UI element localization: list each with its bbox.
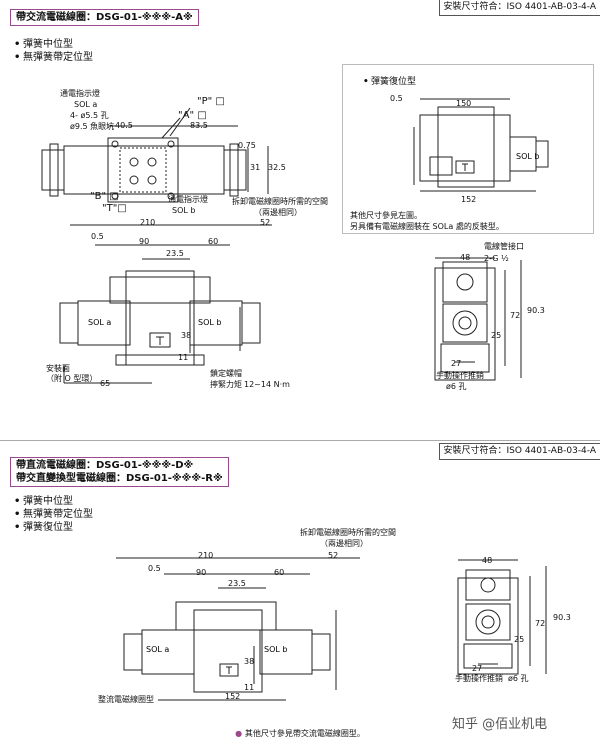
t-port-label: "T"□: [102, 203, 127, 214]
standard-label-2: 安裝尺寸符合：ISO 4401-AB-03-4-A: [438, 443, 600, 460]
dim-38-2: 38: [244, 657, 255, 666]
front-view-drawing-2: SOL a SOL b: [116, 557, 360, 701]
dim-38: 38: [181, 331, 192, 340]
top-view-drawing: [41, 107, 269, 203]
dim-0-75: 0.75: [238, 141, 256, 150]
dim-27-2: 27: [472, 664, 483, 673]
dim-90: 90: [139, 237, 150, 246]
manual-label: 手動操作推銷: [436, 371, 484, 380]
bullet-list-2: 彈簧中位型 無彈簧帶定位型 彈簧復位型: [14, 495, 93, 534]
bullet-item: 無彈簧帶定位型: [14, 508, 93, 521]
torque-label: 擰緊力矩: [210, 380, 242, 389]
dim-25-2: 25: [514, 635, 525, 644]
both-sides-label-2: （兩邊相同）: [320, 539, 368, 548]
dim-90-3-2: 90.3: [553, 613, 571, 622]
removal-space-label: 拆卸電磁線圈時所需的空間: [232, 197, 328, 206]
bullet-item: 彈簧中位型: [14, 38, 93, 51]
dim-60-2: 60: [274, 568, 285, 577]
hole-label-2: ø6 孔: [508, 674, 529, 683]
lock-nut-label: 鎖定螺帽: [210, 369, 242, 378]
rectifier-label: 整流電磁線圈型: [98, 695, 154, 704]
svg-text:SOL b: SOL b: [516, 152, 539, 161]
conduit-label: 電線管接口: [484, 242, 524, 251]
bullet-item: 彈簧中位型: [14, 495, 93, 508]
dim-27: 27: [451, 359, 462, 368]
section-title-1: 帶交流電磁線圈：DSG-01-※※※-A※: [10, 9, 199, 26]
sol-a-label: SOL a: [74, 100, 98, 109]
removal-space-label-2: 拆卸電磁線圈時所需的空間: [300, 528, 396, 537]
dim-83-5: 83.5: [190, 121, 208, 130]
dim-11-2: 11: [244, 683, 255, 692]
front-view-drawing: SOL a SOL b: [59, 224, 272, 384]
dim-0-5: 0.5: [91, 232, 104, 241]
footnote: ● 其他尺寸參見帶交流電磁線圈型。: [0, 728, 600, 739]
dim-150: 150: [456, 99, 472, 108]
dim-0-5-2: 0.5: [148, 564, 161, 573]
dim-11: 11: [178, 353, 189, 362]
dim-90-3: 90.3: [527, 306, 545, 315]
manual-label-2: 手動操作推銷: [455, 674, 503, 683]
counterbore-label: ø9.5 魚眼坑: [70, 122, 115, 131]
dim-65: 65: [100, 379, 111, 388]
svg-text:SOL b: SOL b: [264, 645, 287, 654]
b-port-label: "B" □: [90, 191, 119, 202]
dim-72-2: 72: [535, 619, 546, 628]
svg-text:SOL a: SOL a: [88, 318, 111, 327]
note-reverse-type: 另具備有電磁線圈裝在 SOLa 處的反裝型。: [350, 222, 504, 231]
both-sides-label: （兩邊相同）: [254, 208, 302, 217]
oring-label: （附 O 型環）: [46, 374, 98, 383]
title-line1: 帶直流電磁線圈：DSG-01-※※※-D※: [16, 460, 194, 471]
dim-152: 152: [461, 195, 477, 204]
dim-32-5: 32.5: [268, 163, 286, 172]
svg-text:SOL b: SOL b: [198, 318, 221, 327]
dim-48-2: 48: [482, 556, 493, 565]
dim-31: 31: [250, 163, 261, 172]
side-view-drawing: [434, 257, 522, 381]
svg-text:SOL a: SOL a: [146, 645, 169, 654]
dim-23-5: 23.5: [166, 249, 184, 258]
bullet-list-1: 彈簧中位型 無彈簧帶定位型: [14, 38, 93, 64]
footnote-text: 其他尺寸參見帶交流電磁線圈型。: [244, 729, 365, 738]
watermark: 知乎 @佰业机电: [452, 717, 548, 732]
dim-210: 210: [140, 218, 156, 227]
conduit-size: 2-G ½: [484, 254, 509, 263]
p-port-label: "P" □: [197, 96, 225, 107]
sol-b-label: SOL b: [172, 206, 196, 215]
a-port-label: "A" □: [178, 110, 207, 121]
bullet-item: 彈簧復位型: [14, 521, 93, 534]
spring-return-drawing: SOL b: [413, 98, 549, 192]
note-other-dims: 其他尺寸參見左圖。: [350, 211, 422, 220]
dim-210-2: 210: [198, 551, 214, 560]
dim-52-2: 52: [328, 551, 339, 560]
dim-0-5-sr: 0.5: [390, 94, 403, 103]
mount-face-label: 安裝面: [46, 364, 70, 373]
standard-label-1: 安裝尺寸符合：ISO 4401-AB-03-4-A: [438, 0, 600, 16]
spring-return-panel: [342, 64, 594, 234]
holes-label: 4- ø5.5 孔: [70, 111, 109, 120]
indicator-label: 通電指示燈: [60, 89, 100, 98]
torque-value: 12~14 N·m: [244, 380, 290, 389]
spring-return-title: 彈簧復位型: [363, 74, 416, 87]
dim-25: 25: [491, 331, 502, 340]
dim-23-5-2: 23.5: [228, 579, 246, 588]
dim-60: 60: [208, 237, 219, 246]
dim-48: 48: [460, 253, 471, 262]
dim-72: 72: [510, 311, 521, 320]
side-view-drawing-2: [457, 559, 547, 675]
bullet-item: 無彈簧帶定位型: [14, 51, 93, 64]
section-divider: [0, 440, 600, 441]
dim-52: 52: [260, 218, 271, 227]
indicator2-label: 通電指示燈: [168, 195, 208, 204]
dim-40-5: 40.5: [115, 121, 133, 130]
dim-90-2: 90: [196, 568, 207, 577]
section-title-2: 帶直流電磁線圈：DSG-01-※※※-D※ 帶交直變換型電磁線圈：DSG-01-…: [10, 457, 229, 487]
title-line2: 帶交直變換型電磁線圈：DSG-01-※※※-R※: [16, 473, 223, 484]
dim-152-2: 152: [225, 692, 241, 701]
footnote-bullet-icon: ●: [235, 729, 245, 738]
hole-label: ø6 孔: [446, 382, 467, 391]
